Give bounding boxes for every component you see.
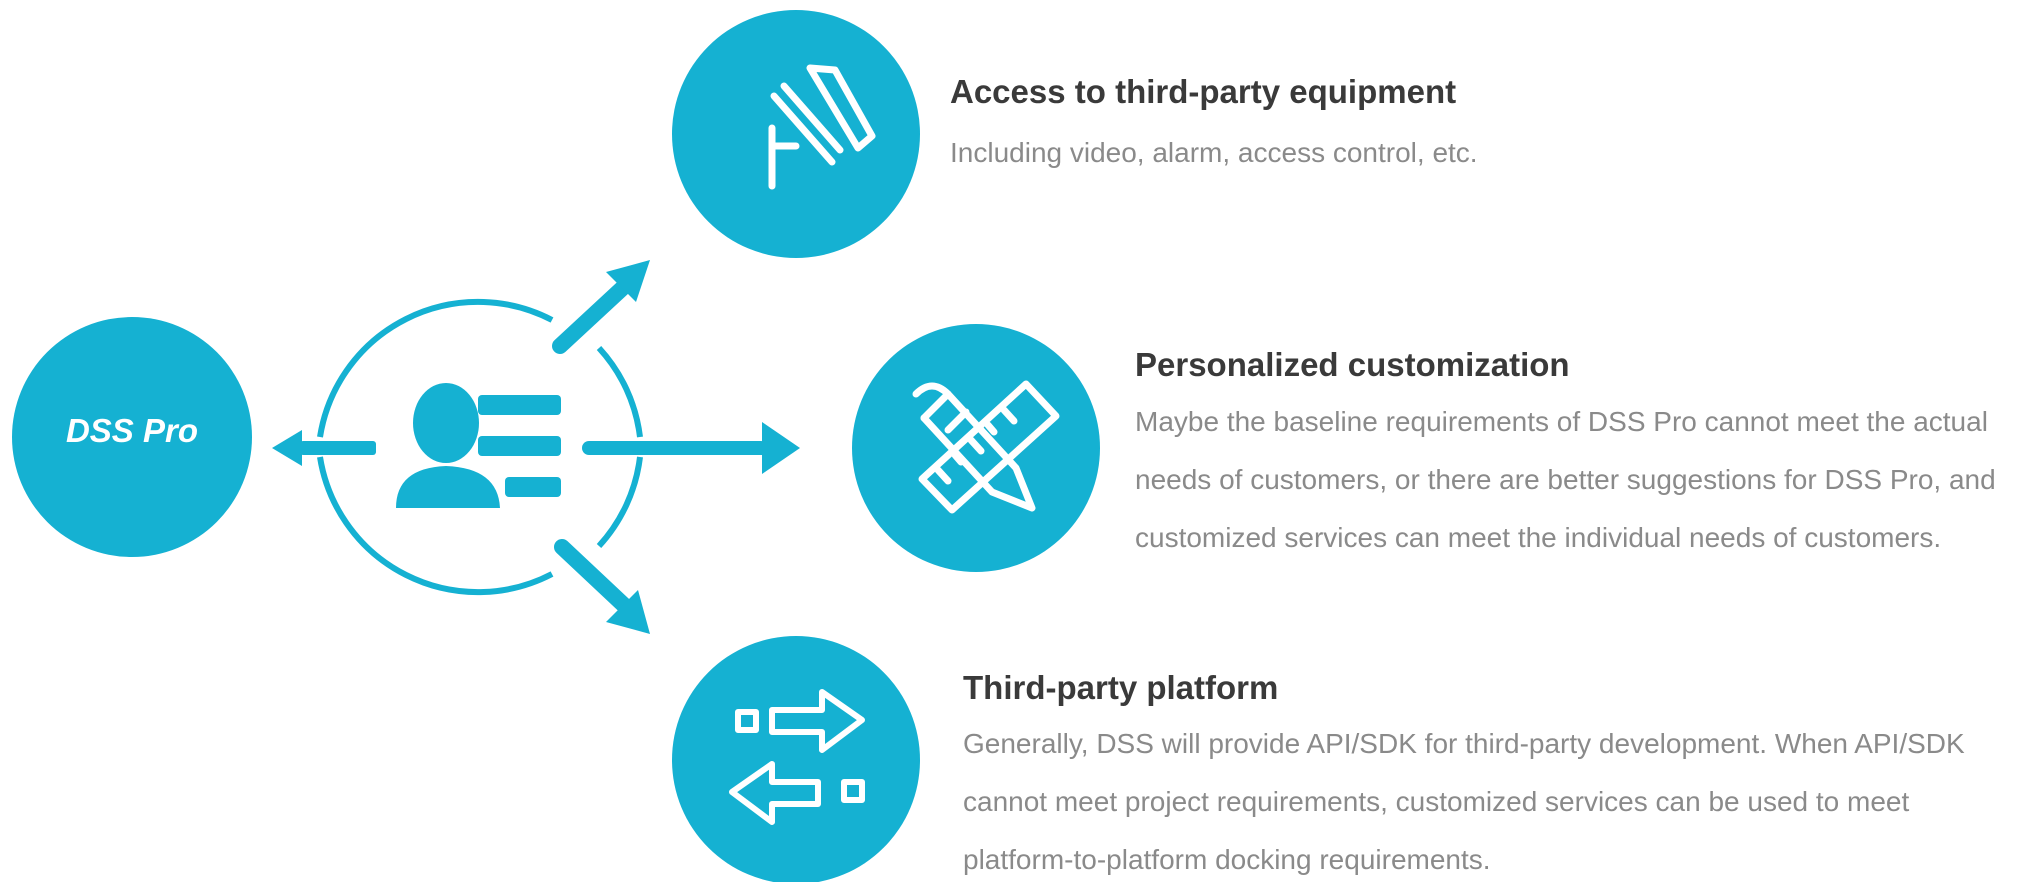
user-list-icon (396, 383, 561, 508)
equipment-node (672, 10, 920, 258)
dss-pro-node (12, 317, 252, 557)
center-ring (317, 298, 643, 596)
feature-title: Access to third-party equipment (950, 73, 1457, 110)
arrow-to-dss-pro (272, 430, 376, 466)
feature-description-line: Generally, DSS will provide API/SDK for … (963, 728, 1965, 759)
feature-title: Third-party platform (963, 669, 1279, 706)
pencil-ruler-icon (912, 380, 1060, 514)
feature-description-line: customized services can meet the individ… (1135, 522, 1942, 553)
feature-description-line: needs of customers, or there are better … (1135, 464, 1996, 495)
surveillance-camera-icon (768, 64, 876, 190)
arrow-to-platform (554, 539, 650, 634)
feature-customization: Personalized customization Maybe the bas… (1135, 345, 2025, 567)
arrow-to-customization (582, 422, 800, 474)
feature-description: Including video, alarm, access control, … (950, 137, 1478, 168)
arrow-to-equipment (552, 260, 650, 354)
feature-description-line: cannot meet project requirements, custom… (963, 786, 1910, 817)
feature-description-line: platform-to-platform docking requirement… (963, 844, 1491, 875)
feature-platform: Third-party platform Generally, DSS will… (963, 668, 1983, 882)
feature-equipment: Access to third-party equipment Includin… (950, 72, 1478, 182)
exchange-arrows-icon (729, 689, 865, 825)
feature-description-line: Maybe the baseline requirements of DSS P… (1135, 406, 1988, 437)
platform-node (672, 636, 920, 882)
feature-title: Personalized customization (1135, 346, 1570, 383)
dss-pro-label: DSS Pro (65, 412, 199, 449)
